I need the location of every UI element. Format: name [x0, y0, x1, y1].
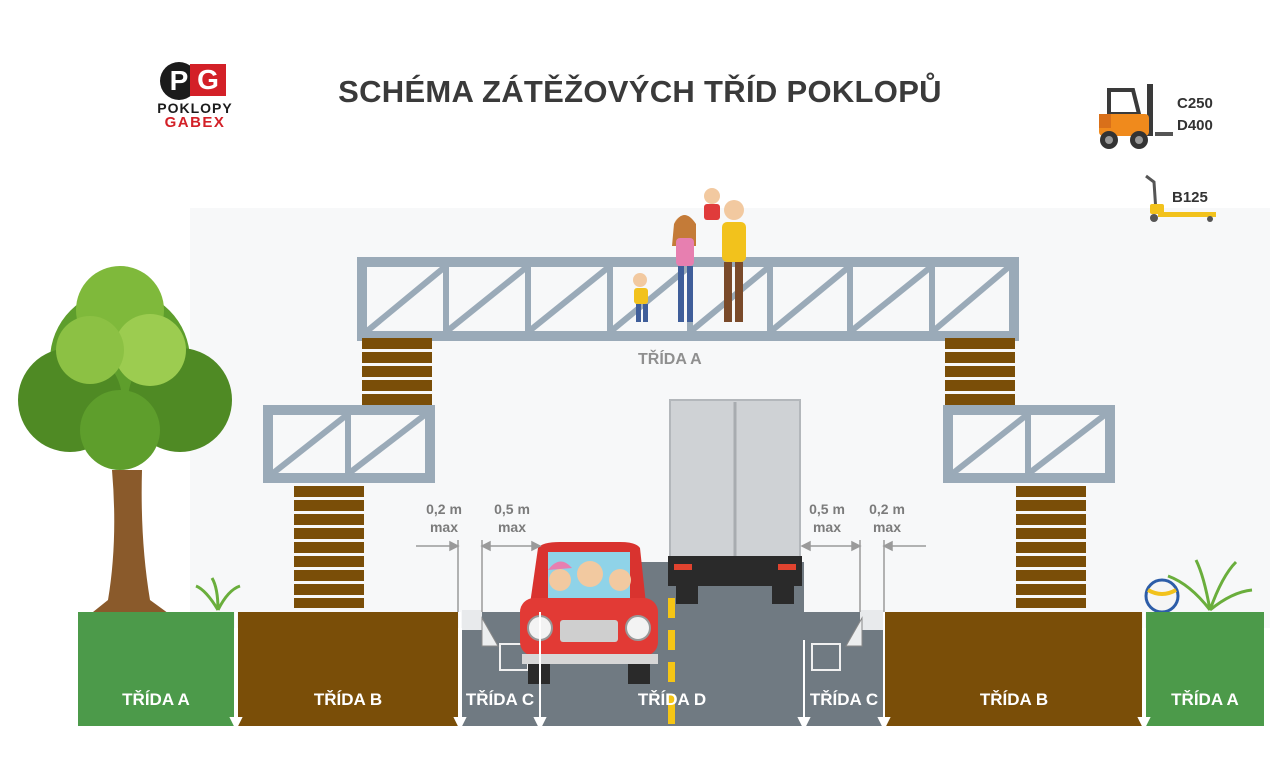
left-truss	[263, 405, 435, 483]
tree-illustration	[18, 266, 232, 616]
zone-label-a-right: TŘÍDA A	[1171, 690, 1239, 709]
dim-right-outer: 0,2 m max	[857, 500, 917, 536]
zone-label-b-right: TŘÍDA B	[979, 690, 1049, 709]
logo-line2: GABEX	[164, 114, 226, 131]
pallet-jack-icon	[1145, 174, 1216, 222]
legend-class-c250: C250	[1177, 95, 1213, 112]
truck-illustration	[668, 399, 802, 604]
legend-class-b125: B125	[1172, 189, 1208, 206]
dim-left-inner: 0,5 m max	[482, 500, 542, 536]
road-center-line	[668, 598, 675, 724]
zone-label-a-left: TŘÍDA A	[122, 690, 190, 709]
family-illustration	[633, 188, 746, 322]
dimension-lines	[416, 540, 926, 612]
forklift-icon	[1099, 84, 1173, 149]
logo-mark-g: G	[190, 64, 226, 96]
zone-label-d: TŘÍDA D	[637, 690, 707, 709]
dim-right-inner-value: 0,5 m	[809, 501, 845, 517]
zone-boundary-arrows	[229, 612, 1151, 731]
grass-tufts	[195, 559, 1253, 612]
dim-right-inner: 0,5 m max	[797, 500, 857, 536]
dim-left-inner-unit: max	[497, 519, 527, 535]
dim-left-outer: 0,2 m max	[414, 500, 474, 536]
right-truss	[943, 405, 1115, 483]
legend-class-d400: D400	[1177, 117, 1213, 134]
zone-label-c-left: TŘÍDA C	[465, 690, 535, 709]
logo-line1: POKLOPY	[157, 100, 233, 116]
dim-left-outer-unit: max	[429, 519, 459, 535]
ball-icon	[1144, 578, 1180, 614]
brick-pillars	[294, 338, 1086, 608]
dim-left-inner-value: 0,5 m	[494, 501, 530, 517]
zone-label-c-right: TŘÍDA C	[809, 690, 879, 709]
upper-truss	[357, 257, 1019, 341]
dim-left-outer-value: 0,2 m	[426, 501, 462, 517]
car-illustration	[520, 542, 658, 684]
page-title: SCHÉMA ZÁTĚŽOVÝCH TŘÍD POKLOPŮ	[338, 74, 942, 109]
dim-right-outer-unit: max	[872, 519, 902, 535]
bridge-class-label: TŘÍDA A	[638, 351, 702, 368]
zone-label-b-left: TŘÍDA B	[313, 690, 383, 709]
dim-right-outer-value: 0,2 m	[869, 501, 905, 517]
dim-right-inner-unit: max	[812, 519, 842, 535]
